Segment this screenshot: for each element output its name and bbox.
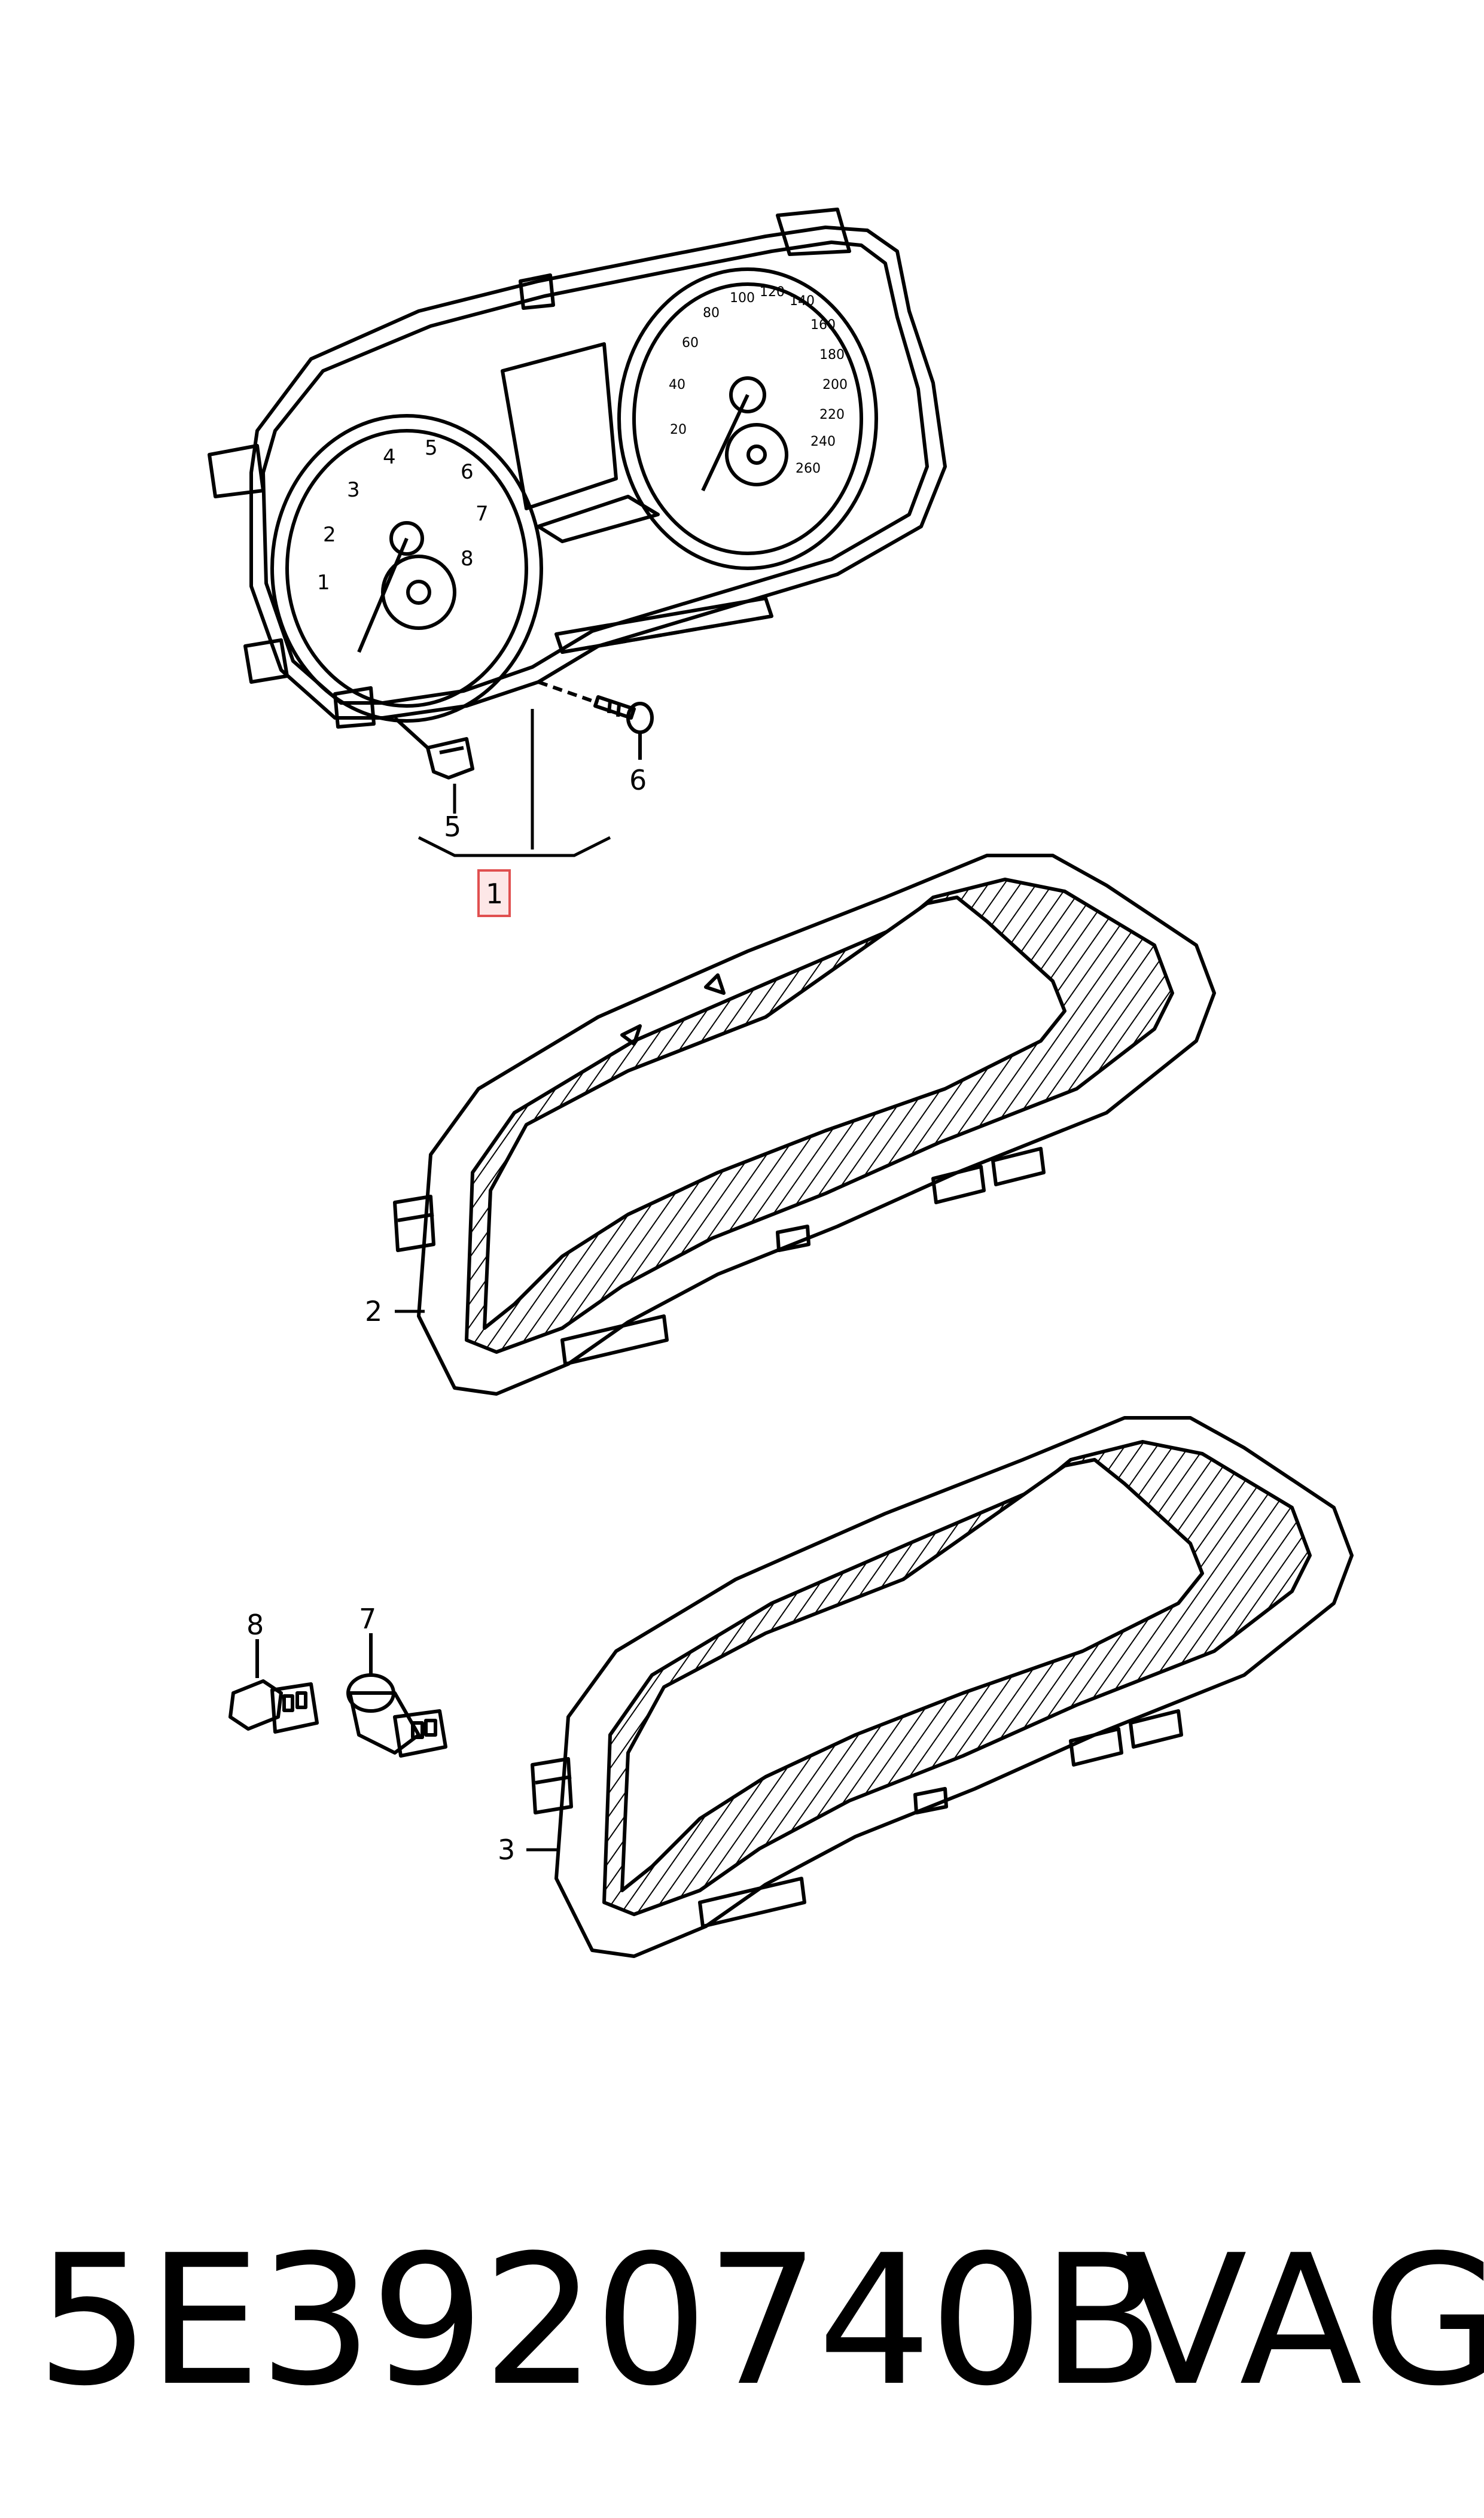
clip-part-5 xyxy=(393,716,474,780)
parts-diagram: 1 2 3 4 5 6 7 8 20 40 60 80 100 120 140 … xyxy=(208,208,1354,1958)
tacho-tick: 6 xyxy=(461,460,474,484)
callout-8: 8 xyxy=(246,1609,264,1641)
speedo-tick: 200 xyxy=(822,377,848,392)
tacho-tick: 2 xyxy=(323,523,336,547)
tacho-tick: 5 xyxy=(425,436,438,460)
brand-name: VAG xyxy=(1125,2216,1484,2425)
callout-2: 2 xyxy=(365,1295,382,1327)
display-bezel-part-3 xyxy=(531,1416,1354,1958)
speedo-tick: 140 xyxy=(790,294,815,309)
speedo-tick: 120 xyxy=(760,285,785,300)
sensor-part-7 xyxy=(346,1633,447,1758)
speedometer-ring xyxy=(617,267,878,570)
display-bezel-part-2 xyxy=(393,854,1216,1396)
speedo-tick: 220 xyxy=(819,407,845,422)
speedo-tick: 240 xyxy=(810,434,836,449)
speedo-tick: 60 xyxy=(682,336,699,351)
tacho-tick: 1 xyxy=(317,571,330,595)
tacho-tick: 8 xyxy=(461,547,474,571)
tacho-tick: 4 xyxy=(383,445,396,469)
part-number: 5E3920740B xyxy=(36,2216,1164,2425)
highlight-box xyxy=(477,869,511,917)
callout-3: 3 xyxy=(498,1834,515,1866)
connector-part-8 xyxy=(228,1639,319,1734)
leader-lines xyxy=(395,1310,559,1852)
tachometer-ring xyxy=(270,414,543,723)
screw-part-6 xyxy=(538,680,654,760)
speedo-tick: 20 xyxy=(670,422,687,437)
callout-5: 5 xyxy=(444,811,461,843)
speedometer-labels: 20 40 60 80 100 120 140 160 180 200 220 … xyxy=(669,285,848,476)
center-display xyxy=(501,342,618,510)
speedo-tick: 160 xyxy=(810,318,836,333)
tachometer-labels: 1 2 3 4 5 6 7 8 xyxy=(317,436,489,595)
callout-1: 1 xyxy=(486,878,503,910)
speedo-tick: 100 xyxy=(730,291,755,306)
callout-bracket-1 xyxy=(418,709,611,857)
callout-7: 7 xyxy=(359,1603,376,1635)
speedo-tick: 260 xyxy=(796,461,821,476)
instrument-cluster xyxy=(208,208,947,729)
speedo-tick: 180 xyxy=(819,348,845,363)
callout-6: 6 xyxy=(629,764,647,796)
speedo-tick: 40 xyxy=(669,377,685,392)
tacho-tick: 7 xyxy=(476,502,489,526)
tacho-tick: 3 xyxy=(347,478,360,502)
speedo-tick: 80 xyxy=(703,306,720,321)
